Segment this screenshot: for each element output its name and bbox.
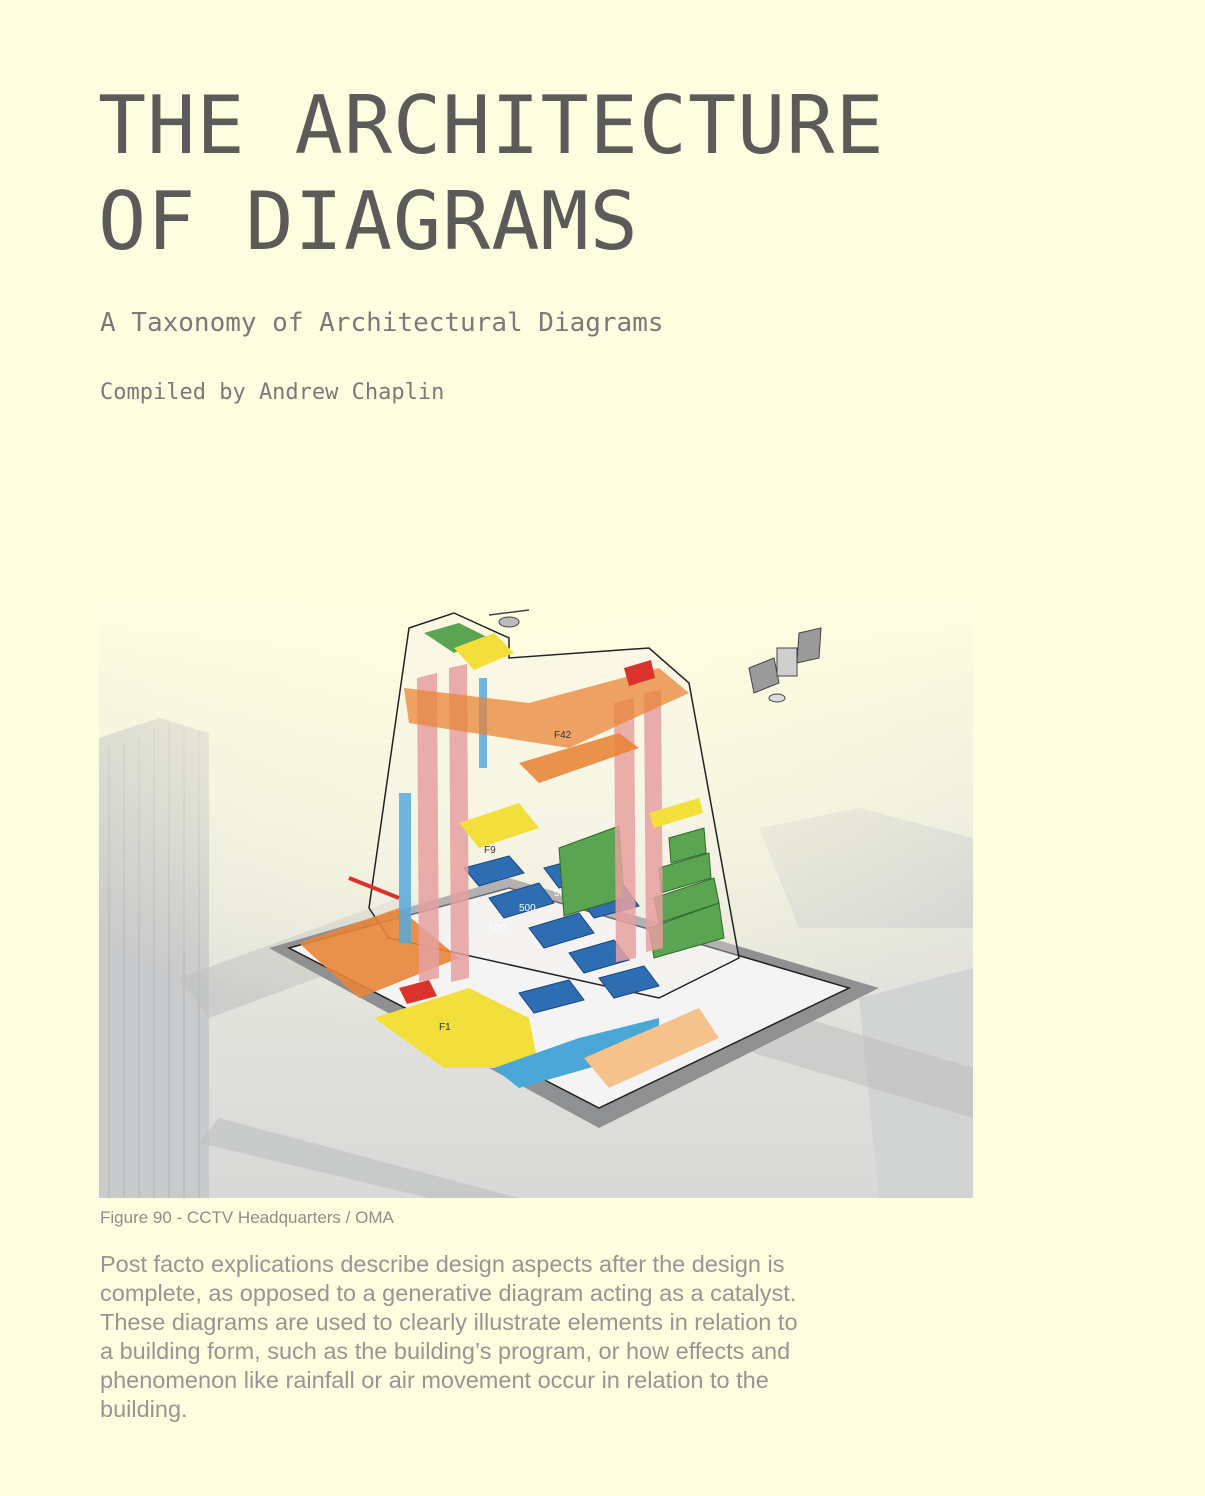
orange-floor (519, 733, 639, 783)
cctv-axonometric-diagram: 500 500 500 F42 F9 (99, 598, 973, 1198)
byline: Compiled by Andrew Chaplin (100, 380, 445, 405)
figure-caption: Figure 90 - CCTV Headquarters / OMA (100, 1208, 394, 1227)
body-paragraph: Post facto explications describe design … (100, 1251, 798, 1422)
label-f9: F9 (484, 845, 496, 856)
page-title: THE ARCHITECTURE OF DIAGRAMS (98, 78, 885, 270)
label-f1: F1 (439, 1022, 451, 1033)
title-line-1: THE ARCHITECTURE (98, 79, 885, 172)
overhang-bridge (404, 668, 689, 748)
satellite-icon (748, 627, 822, 703)
label-500-b: 500 (519, 903, 536, 914)
yellow-mid-block (459, 803, 539, 848)
green-blocks (558, 825, 725, 959)
label-500-a: 500 (489, 923, 506, 934)
roof-red (624, 660, 655, 686)
peach-podium (584, 1008, 719, 1088)
title-line-2: OF DIAGRAMS (98, 175, 639, 268)
roof-yellow (454, 633, 514, 670)
yellow-podium (374, 988, 539, 1068)
yellow-tag (649, 798, 703, 828)
red-block (399, 980, 437, 1004)
helicopter-icon (488, 609, 530, 628)
subtitle: A Taxonomy of Architectural Diagrams (100, 308, 664, 338)
light-blue-podium (494, 1018, 659, 1088)
cctv-diagram-figure: 500 500 500 F42 F9 (99, 598, 973, 1198)
label-f42: F42 (554, 730, 572, 741)
blue-shaft-1 (399, 793, 411, 943)
roof-green (424, 623, 489, 653)
red-route (348, 876, 400, 900)
